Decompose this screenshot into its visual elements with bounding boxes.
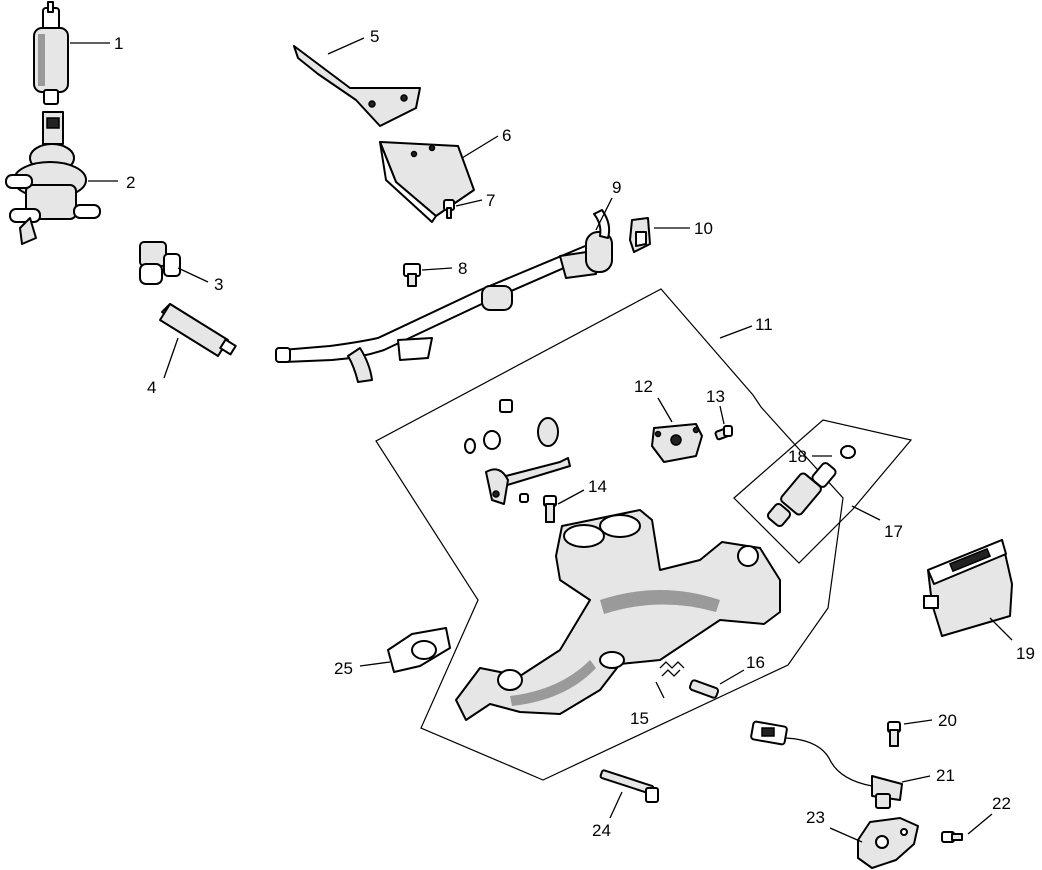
callout-13: 13 [706,387,725,406]
callout-14: 14 [588,477,607,496]
throttle-shaft-assembly [464,399,571,505]
callout-6: 6 [502,126,511,145]
callout-10: 10 [694,219,713,238]
screw-13 [714,425,733,441]
throttle-body-group-outline [375,288,844,781]
callout-5: 5 [370,27,379,46]
long-bolt-24 [599,769,659,803]
speed-sensor [750,720,903,809]
bolt-20 [887,721,901,747]
callout-19: 19 [1016,644,1035,663]
callout-18: 18 [788,447,807,466]
throttle-position-sensor [651,423,703,463]
fuel-pump [33,1,69,105]
callout-17: 17 [884,522,903,541]
upper-bracket [293,45,421,127]
screw-22 [941,831,963,843]
bolt-8 [403,263,421,287]
clip-10 [629,217,651,253]
bolt-14 [543,495,557,523]
callout-22: 22 [992,794,1011,813]
callout-11: 11 [755,315,773,334]
gasket-25 [387,627,451,673]
fuel-rail [275,209,613,383]
callout-24: 24 [592,821,611,840]
elbow-fitting [139,241,181,285]
o-ring-18 [840,445,856,459]
callout-16: 16 [746,653,765,672]
callout-12: 12 [634,377,653,396]
heat-shield [379,141,475,223]
callout-7: 7 [486,191,495,210]
ecu-module [923,539,1013,637]
screw-16 [688,679,720,699]
callout-4: 4 [147,378,156,397]
injector-group-outline [733,419,913,564]
callout-20: 20 [938,711,957,730]
callout-15: 15 [630,709,649,728]
fuel-injector [766,462,837,528]
callout-1: 1 [114,34,123,53]
callout-25: 25 [334,659,353,678]
intake-manifold [455,509,781,721]
callout-9: 9 [612,178,621,197]
leader-lines [70,37,1013,843]
screw-7 [443,199,455,219]
sensor-bracket [857,817,919,869]
callout-3: 3 [214,275,223,294]
spring-15 [659,661,685,677]
fuel-pressure-regulator [5,111,101,245]
callout-21: 21 [936,766,955,785]
callout-8: 8 [458,259,467,278]
callout-2: 2 [126,173,135,192]
callout-23: 23 [806,808,825,827]
fuel-filter [159,303,237,357]
